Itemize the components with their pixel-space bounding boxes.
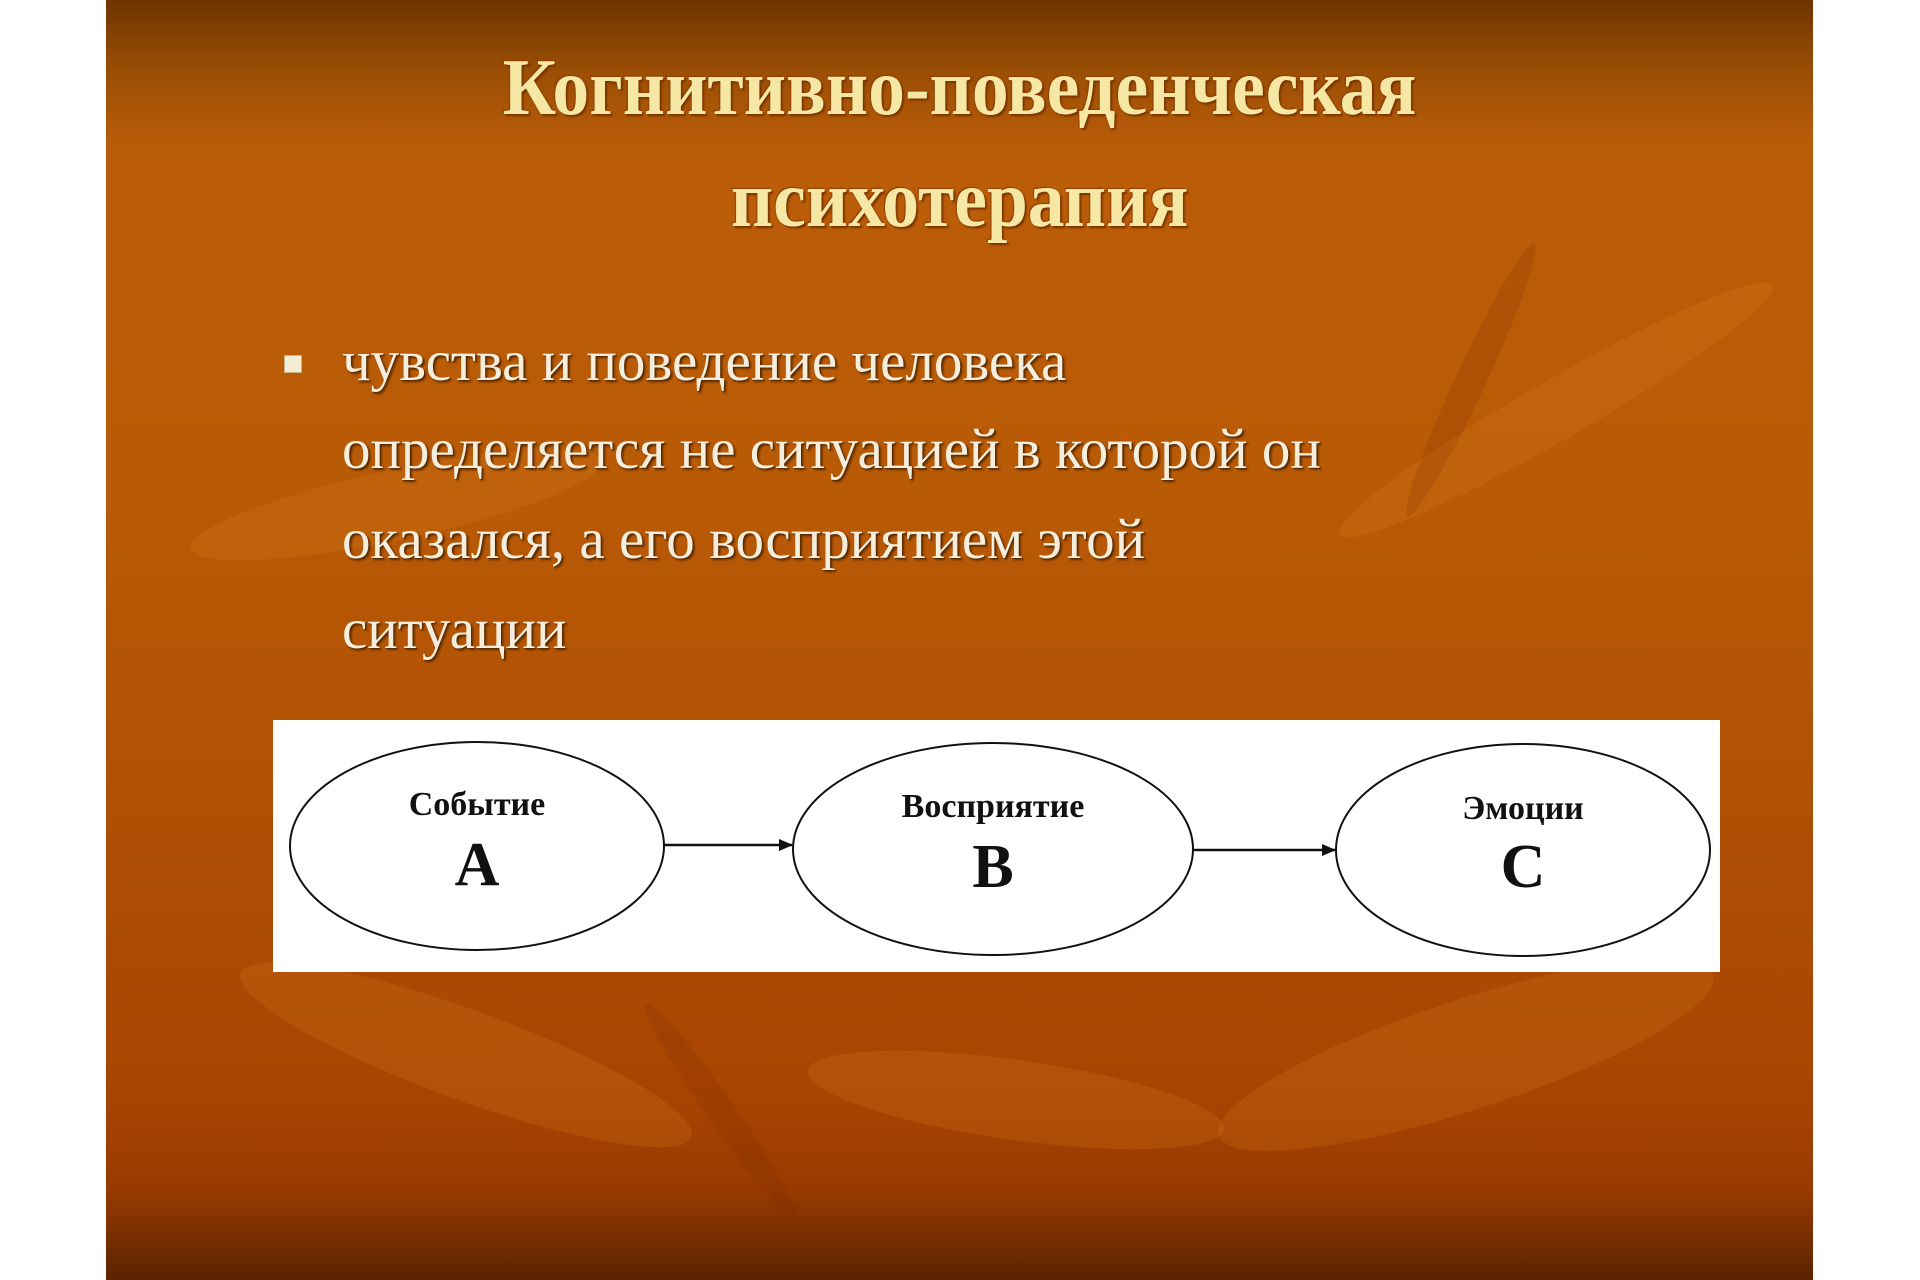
bullet-text-line-3: оказался, а его восприятием этой <box>342 508 1146 571</box>
background-leaf-shape <box>1324 259 1788 561</box>
square-bullet-icon <box>284 355 302 373</box>
node-a-title: Событие <box>408 786 546 823</box>
slide-title-line-1: Когнитивно-поведенческая <box>502 44 1417 132</box>
node-b-title: Восприятие <box>901 788 1085 825</box>
node-a-letter: A <box>454 831 500 899</box>
bullet-text-line-4: ситуации <box>342 598 567 661</box>
bullet-text-line-2: определяется не ситуацией в которой он <box>342 418 1321 481</box>
slide: Когнитивно-поведенческая психотерапия чу… <box>106 0 1813 1280</box>
diagram-shapes <box>289 741 1711 957</box>
slide-title-line-2: психотерапия <box>730 156 1189 244</box>
node-c-ellipse <box>1335 743 1711 957</box>
bullet-text-line-1: чувства и поведение человека <box>342 330 1067 393</box>
node-b-letter: B <box>972 833 1014 901</box>
node-c-letter: C <box>1500 833 1546 901</box>
node-c-title: Эмоции <box>1462 790 1584 827</box>
background-leaf-shape <box>802 1031 1230 1169</box>
abc-model-diagram: Событие A Восприятие B Эмоции C <box>273 720 1720 972</box>
